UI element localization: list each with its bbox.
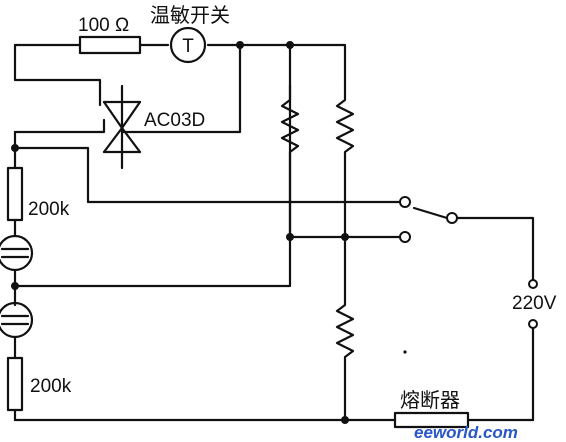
watermark-logo: eeworld.com bbox=[414, 423, 518, 442]
label-resistor-upper: 200k bbox=[28, 199, 70, 220]
label-supply-voltage: 220V bbox=[512, 293, 557, 314]
label-thermal-switch: 温敏开关 bbox=[150, 3, 230, 27]
triac-right-wire bbox=[120, 43, 242, 134]
switch-blade bbox=[412, 206, 449, 220]
switch-common bbox=[446, 212, 458, 224]
heater-resistor-right bbox=[335, 83, 355, 239]
triac-left-wire bbox=[13, 118, 106, 134]
label-resistor-lower: 200k bbox=[30, 376, 72, 397]
heater-resistor-left bbox=[280, 83, 300, 239]
thermal-switch: T bbox=[169, 26, 207, 64]
thermal-switch-symbol: T bbox=[182, 36, 194, 57]
switch-contact-upper bbox=[399, 196, 411, 208]
resistor-200k-upper bbox=[6, 166, 24, 222]
label-triac: AC03D bbox=[144, 110, 205, 131]
heater-resistor-lower bbox=[335, 235, 355, 422]
heater-top-wire bbox=[288, 43, 347, 87]
resistor-100-ohm bbox=[78, 35, 142, 55]
switch-upper-feed bbox=[13, 146, 407, 204]
supply-wire-top bbox=[455, 216, 535, 282]
neon-lamp-upper bbox=[0, 234, 34, 272]
stray-dot bbox=[403, 350, 407, 354]
switch-contact-lower bbox=[399, 231, 411, 243]
neon-lamp-lower bbox=[0, 301, 34, 339]
supply-terminal-bottom bbox=[528, 319, 538, 329]
label-resistor-100-ohm: 100 Ω bbox=[78, 15, 129, 36]
label-fuse: 熔断器 bbox=[400, 388, 460, 412]
heater-left-rail bbox=[13, 43, 292, 288]
resistor-200k-lower bbox=[6, 356, 24, 412]
fuse bbox=[393, 411, 470, 429]
triac-ac03d bbox=[102, 88, 142, 170]
gate-wire bbox=[13, 43, 102, 107]
supply-terminal-top bbox=[528, 279, 538, 289]
selector-switch bbox=[399, 196, 458, 243]
junction bbox=[341, 416, 349, 424]
